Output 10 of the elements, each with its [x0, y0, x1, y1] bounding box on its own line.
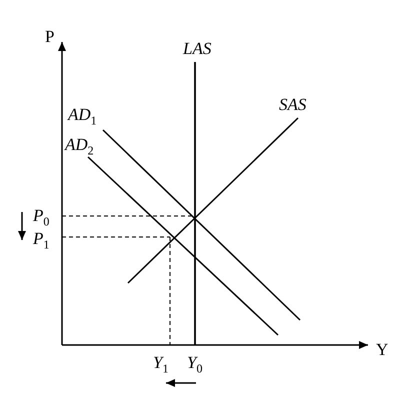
price-label: P$_{0}$	[33, 207, 50, 228]
axis-label: Y	[376, 341, 388, 358]
price-label: P$_{1}$	[33, 230, 50, 250]
curve-label: AD$_{1}$	[68, 106, 97, 126]
curve-label: AD$_{2}$	[65, 136, 94, 156]
output-label: Y$_{0}$	[187, 354, 202, 374]
axis-label: P	[45, 28, 54, 45]
curve-label: LAS	[183, 40, 212, 57]
curve-label: SAS	[279, 96, 306, 113]
output-label: Y$_{1}$	[153, 354, 168, 374]
